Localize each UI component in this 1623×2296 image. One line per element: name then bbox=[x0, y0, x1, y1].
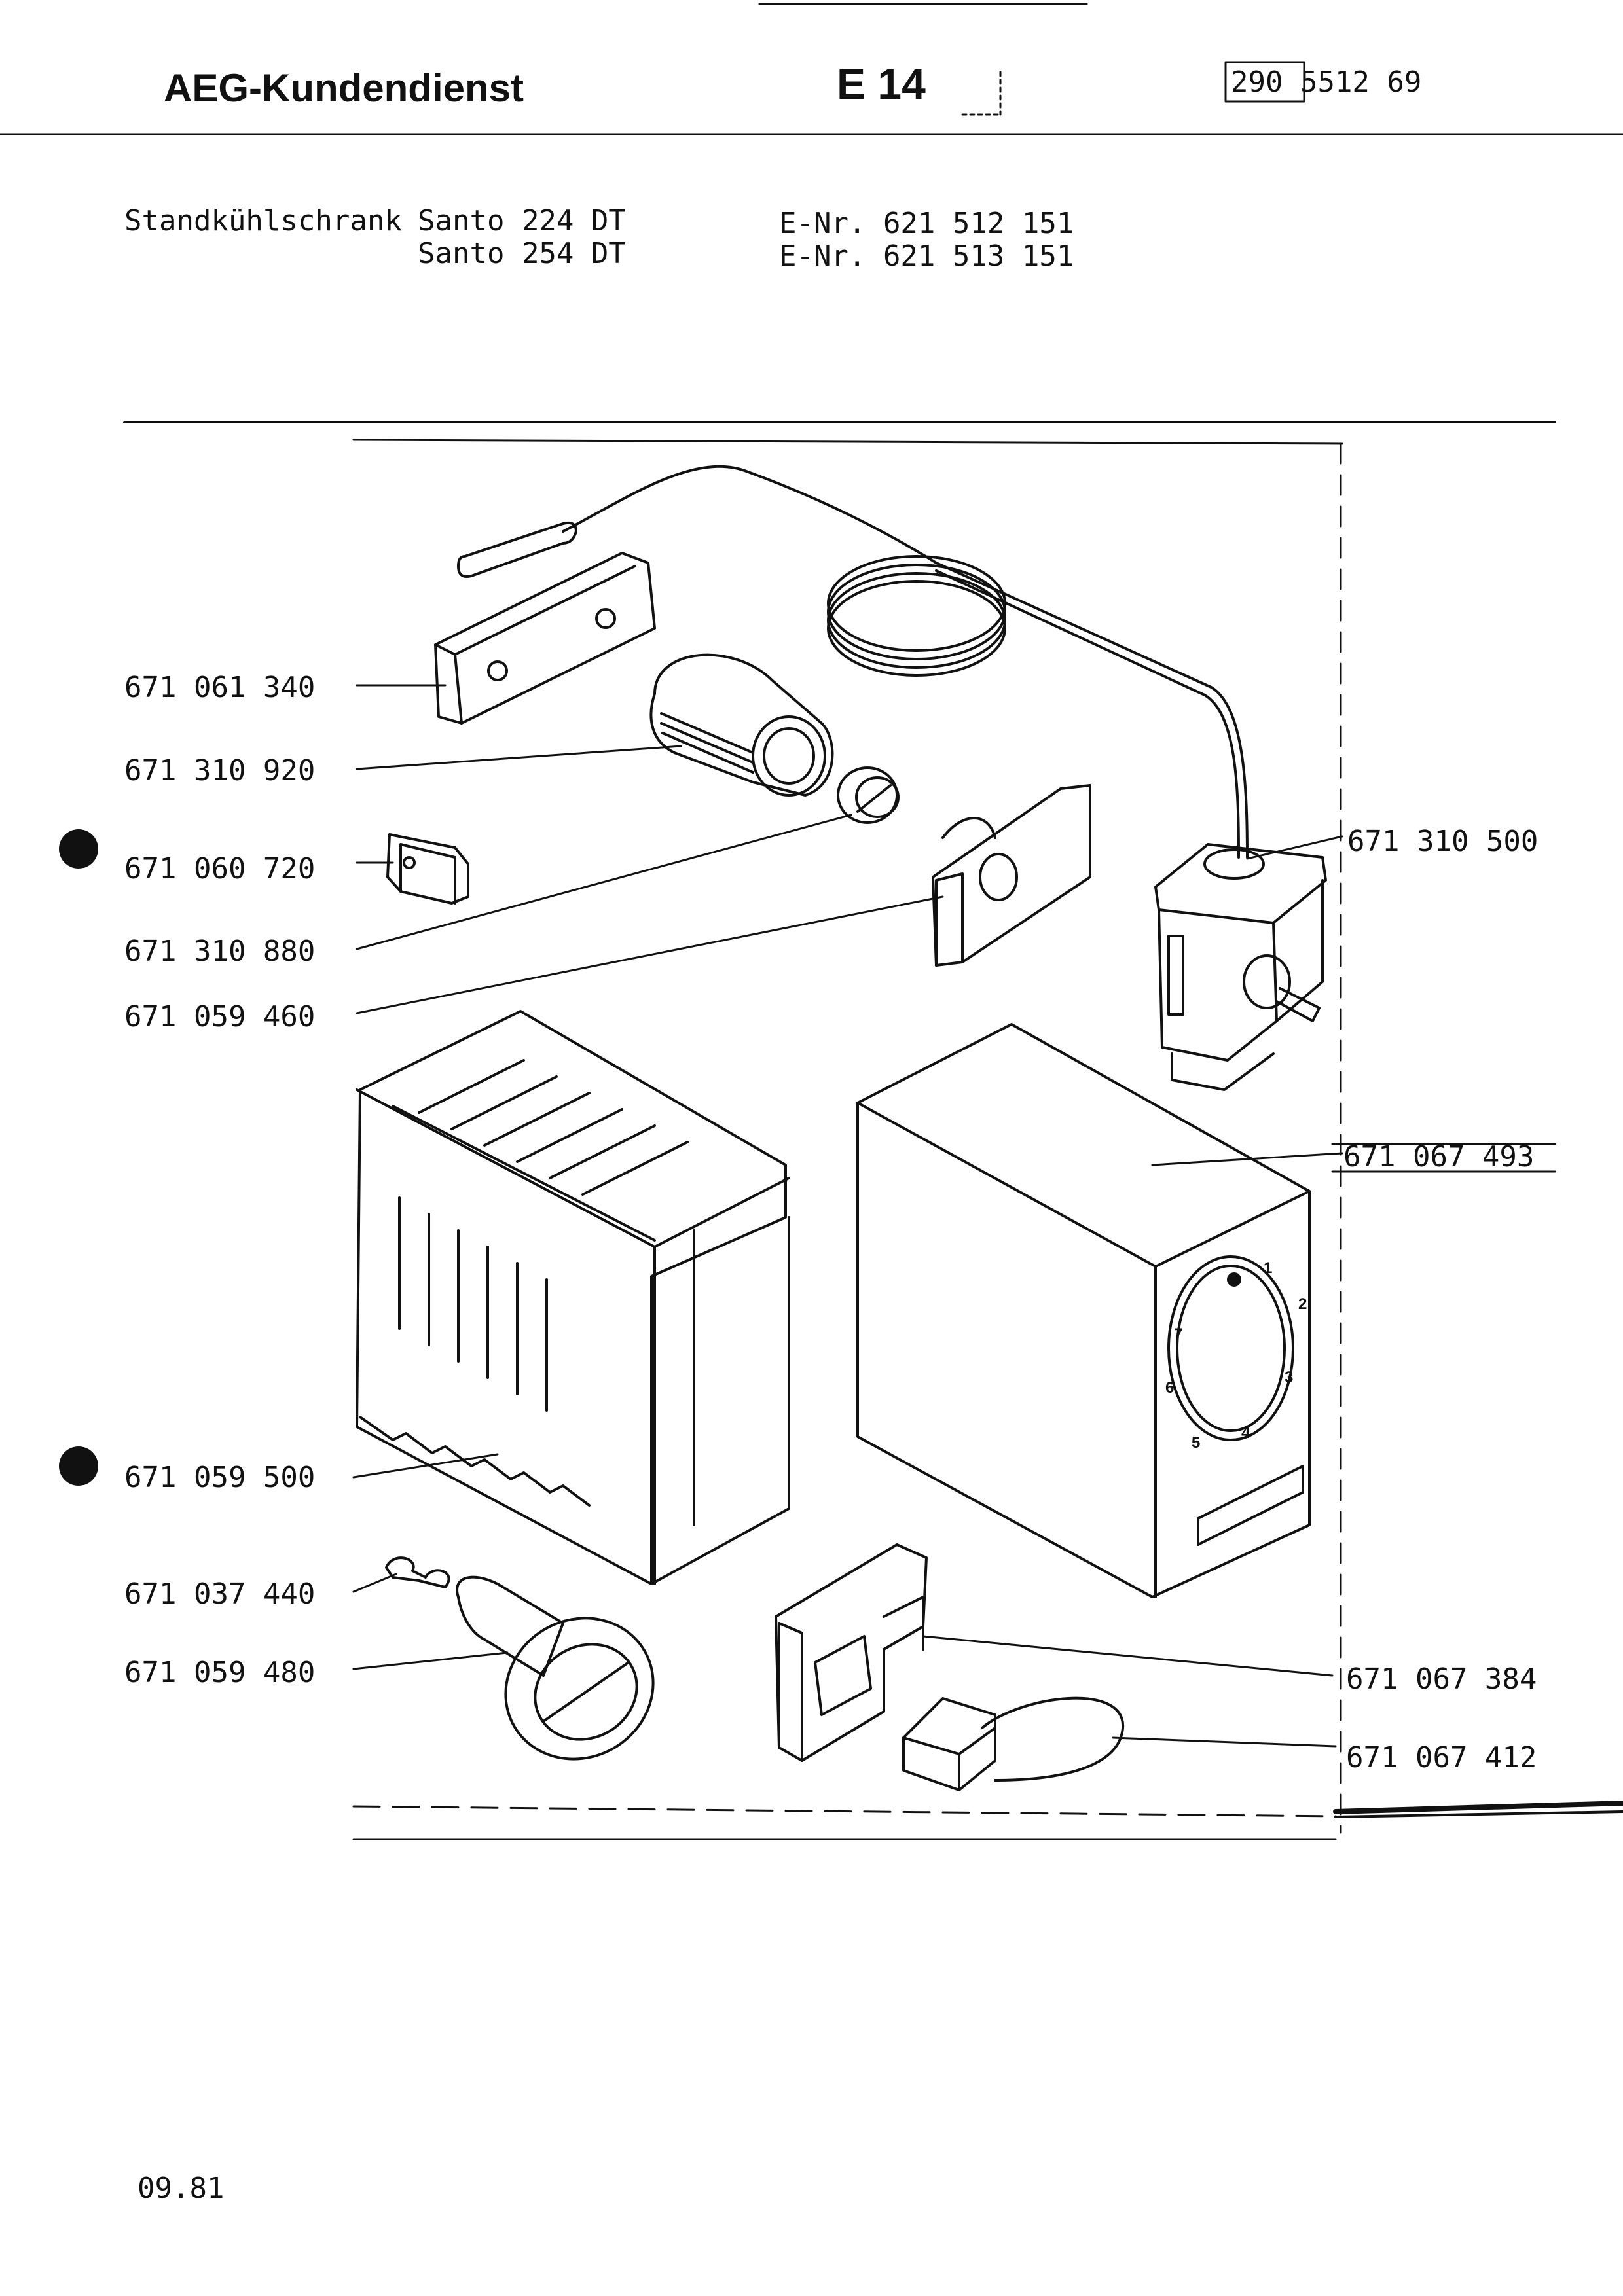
dial-number: 7 bbox=[1174, 1325, 1182, 1343]
capillary-tube bbox=[457, 465, 1249, 859]
part-number-label: 671 067 412 bbox=[1346, 1741, 1537, 1774]
model-name-1: Santo 224 DT bbox=[418, 204, 626, 238]
bullet-marker bbox=[59, 1446, 98, 1486]
document-number: 290 5512 69 bbox=[1231, 65, 1422, 99]
dial-number: 4 bbox=[1241, 1424, 1250, 1442]
dial-number: 5 bbox=[1192, 1434, 1200, 1452]
dial-number: 2 bbox=[1298, 1295, 1307, 1313]
diagram-frame bbox=[1333, 1801, 1623, 1814]
bracket-671-061-340 bbox=[434, 552, 656, 725]
dial-scale: 1 2 3 4 5 6 7 bbox=[1165, 1259, 1307, 1452]
switch-bracket-671-067-384 bbox=[775, 1543, 928, 1762]
footer-date: 09.81 bbox=[137, 2172, 225, 2205]
leader-lines bbox=[352, 684, 1556, 1748]
outer-housing-671-067-493 bbox=[856, 1023, 1311, 1598]
model-enr-2: E-Nr. 621 513 151 bbox=[779, 240, 1074, 273]
dial-number: 1 bbox=[1264, 1259, 1272, 1277]
model-name-2: Santo 254 DT bbox=[418, 237, 626, 270]
part-number-label: 671 061 340 bbox=[124, 671, 316, 704]
bullet-marker bbox=[59, 829, 98, 869]
dial-number: 3 bbox=[1285, 1369, 1293, 1386]
doc-number-frame bbox=[1224, 61, 1305, 103]
holder-plate-671-059-460 bbox=[932, 784, 1091, 967]
thermostat-671-310-500 bbox=[1154, 843, 1327, 1091]
part-number-label: 671 067 384 bbox=[1346, 1662, 1537, 1696]
dial-number: 6 bbox=[1165, 1379, 1174, 1397]
diagram-frame bbox=[352, 1805, 1337, 1818]
diagram-frame bbox=[1334, 1810, 1623, 1818]
spring-clip-671-037-440 bbox=[385, 1556, 450, 1588]
part-number-label: 671 059 460 bbox=[124, 1000, 316, 1033]
lamp-socket-671-310-880 bbox=[837, 766, 900, 824]
part-number-label: 671 310 500 bbox=[1347, 825, 1539, 858]
knob-671-059-480 bbox=[456, 1575, 655, 1761]
product-type: Standkühlschrank bbox=[124, 204, 402, 238]
clip-671-060-720 bbox=[386, 833, 469, 905]
brand-title: AEG-Kundendienst bbox=[164, 66, 524, 110]
diagram-frame bbox=[352, 439, 1343, 445]
inner-housing-671-059-500 bbox=[356, 1010, 790, 1585]
part-number-label: 671 310 920 bbox=[124, 754, 316, 787]
part-number-label: 671 059 480 bbox=[124, 1656, 316, 1689]
lamp-cover-671-310-920 bbox=[649, 653, 834, 797]
model-enr-1: E-Nr. 621 512 151 bbox=[779, 207, 1074, 240]
part-number-label: 671 059 500 bbox=[124, 1461, 316, 1494]
part-number-label: 671 060 720 bbox=[124, 852, 316, 886]
part-number-label: 671 310 880 bbox=[124, 935, 316, 968]
sheet-number: E 14 bbox=[837, 60, 926, 108]
part-number-label: 671 067 493 bbox=[1343, 1140, 1535, 1174]
part-number-label: 671 037 440 bbox=[124, 1577, 316, 1611]
switch-cover-671-067-412 bbox=[902, 1696, 1125, 1791]
